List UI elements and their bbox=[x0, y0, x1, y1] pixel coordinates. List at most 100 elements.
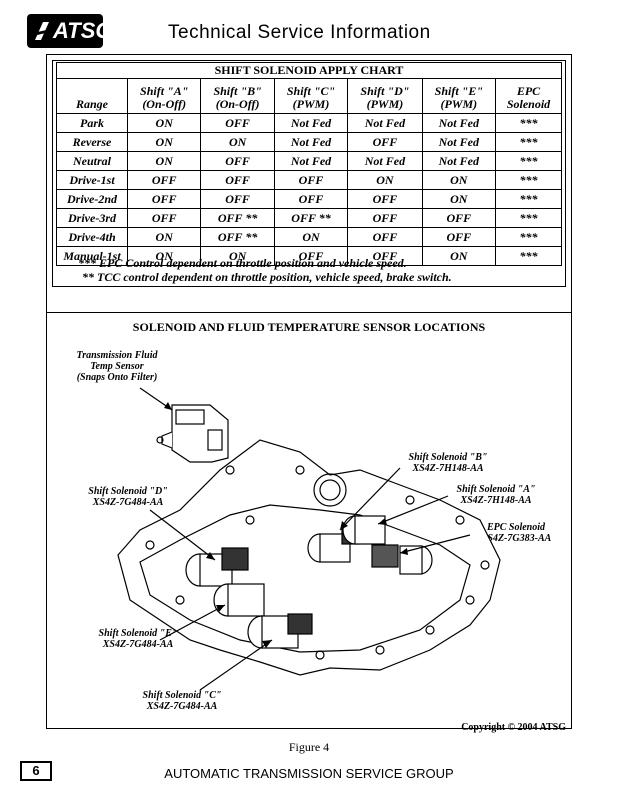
copyright: Copyright © 2004 ATSG bbox=[461, 722, 566, 733]
state-cell: OFF bbox=[200, 189, 275, 209]
solenoid-apply-chart: SHIFT SOLENOID APPLY CHART Range Shift "… bbox=[56, 62, 562, 266]
state-cell: ON bbox=[200, 132, 275, 152]
state-cell: OFF bbox=[126, 189, 202, 209]
chart-header-row: Range Shift "A"(On-Off) Shift "B"(On-Off… bbox=[56, 78, 562, 114]
figure-label: Figure 4 bbox=[288, 740, 330, 754]
atsg-logo: ATSG bbox=[27, 14, 112, 48]
range-cell: Neutral bbox=[56, 151, 128, 171]
range-cell: Drive-2nd bbox=[56, 189, 128, 209]
col-header: Shift "A"(On-Off) bbox=[126, 78, 202, 114]
logo-swoosh-icon bbox=[33, 22, 51, 40]
valve-body-illustration bbox=[117, 387, 501, 691]
range-cell: Drive-1st bbox=[56, 170, 128, 190]
state-cell: ON bbox=[126, 246, 202, 266]
state-cell: ON bbox=[126, 113, 202, 133]
range-cell: Park bbox=[56, 113, 128, 133]
chart-box bbox=[52, 60, 566, 287]
col-header: Shift "B"(On-Off) bbox=[200, 78, 275, 114]
state-cell: OFF bbox=[347, 132, 423, 152]
state-cell: ON bbox=[421, 246, 497, 266]
state-cell: *** bbox=[495, 208, 562, 228]
state-cell: *** bbox=[495, 151, 562, 171]
state-cell: OFF bbox=[421, 208, 497, 228]
state-cell: OFF bbox=[200, 151, 275, 171]
col-header: Shift "E"(PWM) bbox=[421, 78, 497, 114]
locations-box bbox=[46, 312, 572, 729]
state-cell: OFF bbox=[273, 246, 349, 266]
state-cell: OFF bbox=[421, 227, 497, 247]
shift-solenoid-a-icon bbox=[342, 515, 386, 545]
state-cell: ON bbox=[273, 227, 349, 247]
state-cell: Not Fed bbox=[421, 151, 497, 171]
page-title: Technical Service Information bbox=[168, 22, 431, 43]
callout-shift-solenoid-a: Shift Solenoid "A"XS4Z-7H148-AA bbox=[456, 484, 536, 506]
state-cell: ON bbox=[421, 189, 497, 209]
state-cell: ON bbox=[126, 227, 202, 247]
callout-shift-solenoid-e: Shift Solenoid "E"XS4Z-7G484-AA bbox=[98, 628, 178, 650]
range-cell: Drive-3rd bbox=[56, 208, 128, 228]
shift-solenoid-d-icon bbox=[185, 547, 249, 587]
state-cell: OFF bbox=[126, 208, 202, 228]
state-cell: ON bbox=[200, 246, 275, 266]
state-cell: OFF ** bbox=[200, 227, 275, 247]
callout-shift-solenoid-c: Shift Solenoid "C"XS4Z-7G484-AA bbox=[142, 690, 222, 712]
state-cell: Not Fed bbox=[421, 132, 497, 152]
state-cell: OFF bbox=[347, 246, 423, 266]
col-header: Shift "D"(PWM) bbox=[347, 78, 423, 114]
note-epc: *** EPC Control dependent on throttle po… bbox=[78, 256, 407, 270]
state-cell: Not Fed bbox=[347, 151, 423, 171]
col-header: Shift "C"(PWM) bbox=[273, 78, 349, 114]
state-cell: *** bbox=[495, 227, 562, 247]
callout-shift-solenoid-d: Shift Solenoid "D"XS4Z-7G484-AA bbox=[88, 486, 168, 508]
col-header: Range bbox=[56, 78, 128, 114]
range-cell: Drive-4th bbox=[56, 227, 128, 247]
state-cell: OFF bbox=[126, 170, 202, 190]
state-cell: Not Fed bbox=[421, 113, 497, 133]
callout-shift-solenoid-b: Shift Solenoid "B"XS4Z-7H148-AA bbox=[408, 452, 488, 474]
state-cell: OFF bbox=[200, 113, 275, 133]
logo-text: ATSG bbox=[53, 18, 113, 43]
chart-notes: *** EPC Control dependent on throttle po… bbox=[78, 256, 452, 284]
state-cell: OFF bbox=[347, 208, 423, 228]
state-cell: OFF ** bbox=[200, 208, 275, 228]
page-number: 6 bbox=[20, 761, 52, 781]
range-cell: Reverse bbox=[56, 132, 128, 152]
state-cell: *** bbox=[495, 132, 562, 152]
state-cell: OFF bbox=[347, 189, 423, 209]
state-cell: OFF bbox=[200, 170, 275, 190]
locations-title: SOLENOID AND FLUID TEMPERATURE SENSOR LO… bbox=[132, 320, 486, 334]
state-cell: *** bbox=[495, 170, 562, 190]
footer-org: AUTOMATIC TRANSMISSION SERVICE GROUP bbox=[164, 766, 454, 781]
shift-solenoid-c-icon bbox=[247, 613, 313, 649]
shift-solenoid-e-icon bbox=[213, 583, 265, 617]
state-cell: OFF ** bbox=[273, 208, 349, 228]
state-cell: ON bbox=[347, 170, 423, 190]
state-cell: *** bbox=[495, 113, 562, 133]
state-cell: Not Fed bbox=[273, 113, 349, 133]
state-cell: Not Fed bbox=[273, 151, 349, 171]
state-cell: OFF bbox=[273, 170, 349, 190]
tft-sensor-icon bbox=[156, 404, 229, 463]
state-cell: Not Fed bbox=[273, 132, 349, 152]
state-cell: Not Fed bbox=[347, 113, 423, 133]
state-cell: ON bbox=[421, 170, 497, 190]
note-tcc: ** TCC control dependent on throttle pos… bbox=[82, 270, 452, 284]
state-cell: OFF bbox=[273, 189, 349, 209]
state-cell: ON bbox=[126, 151, 202, 171]
content-frame bbox=[46, 54, 572, 729]
state-cell: ON bbox=[126, 132, 202, 152]
state-cell: OFF bbox=[347, 227, 423, 247]
range-cell: Manual-1st bbox=[56, 246, 128, 266]
state-cell: *** bbox=[495, 246, 562, 266]
